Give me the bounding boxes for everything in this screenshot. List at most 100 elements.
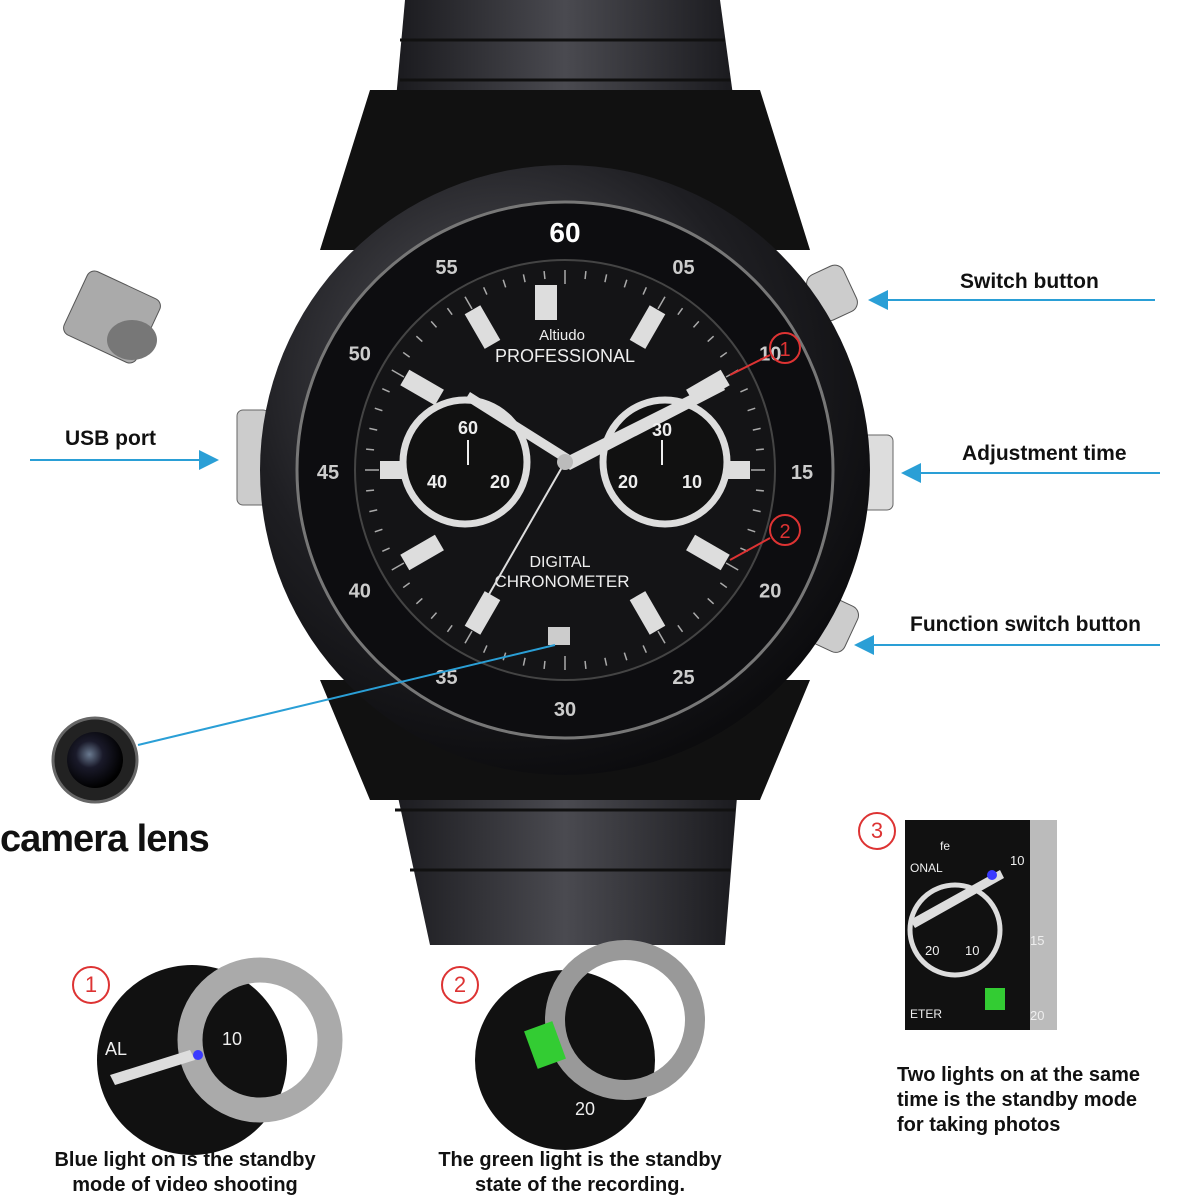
inset-number: 1 <box>72 966 110 1004</box>
inset-green-light: 20 <box>475 940 705 1150</box>
minute-tick <box>430 320 438 328</box>
bezel-number: 60 <box>549 217 580 248</box>
svg-text:10: 10 <box>965 943 979 958</box>
svg-text:AL: AL <box>105 1039 127 1059</box>
hour-index <box>400 534 444 571</box>
minute-tick <box>719 582 728 589</box>
minute-tick <box>391 562 405 571</box>
minute-hand <box>560 380 725 470</box>
minute-tick <box>677 307 684 316</box>
minute-tick <box>369 427 378 431</box>
minute-tick <box>522 657 526 666</box>
minute-ticks <box>365 270 765 670</box>
minute-tick <box>543 271 546 280</box>
brand-name: Altiudo <box>539 327 585 344</box>
bezel-number: 20 <box>759 581 781 603</box>
minute-tick <box>707 597 715 605</box>
minute-tick <box>381 387 390 393</box>
marker-1: 1 <box>779 339 790 361</box>
minute-tick <box>657 630 666 644</box>
bezel-number: 15 <box>791 462 813 484</box>
minute-tick <box>752 427 761 431</box>
caption-line: Two lights on at the same <box>897 1064 1140 1086</box>
watch-strap-top <box>395 0 735 110</box>
minute-tick <box>502 279 507 288</box>
minute-tick <box>677 624 684 633</box>
hour-index <box>535 285 557 320</box>
usb-port-label: USB port <box>65 427 156 450</box>
caption-line: for taking photos <box>897 1114 1061 1136</box>
switch-button-label: Switch button <box>960 270 1099 293</box>
minute-tick <box>755 448 764 451</box>
bezel-number: 50 <box>349 344 371 366</box>
adjustment-time-label: Adjustment time <box>962 442 1127 465</box>
caption-line: The green light is the standby <box>438 1149 722 1171</box>
subdial-label: 30 <box>652 420 672 440</box>
caption-two-lights: Two lights on at the same time is the st… <box>897 1063 1140 1138</box>
minute-tick <box>374 528 383 533</box>
minute-tick <box>747 528 756 533</box>
hour-index <box>629 305 666 349</box>
subdial-label: 60 <box>458 418 478 438</box>
minute-tick <box>755 489 764 492</box>
caption-line: time is the standby mode <box>897 1089 1138 1111</box>
second-hand <box>479 461 566 611</box>
minute-tick <box>391 369 405 378</box>
model-line: DIGITAL <box>529 554 590 571</box>
minute-tick <box>692 612 700 620</box>
hour-index <box>400 369 444 406</box>
function-switch-label: Function switch button <box>910 613 1141 636</box>
minute-tick <box>725 562 739 571</box>
minute-tick <box>747 407 756 412</box>
subdial-label: 20 <box>618 472 638 492</box>
hour-hand <box>465 392 570 460</box>
model-line: CHRONOMETER <box>494 572 629 591</box>
bezel-number: 30 <box>554 699 576 721</box>
minute-tick <box>604 274 608 283</box>
watch-strap-bottom <box>390 760 740 945</box>
svg-text:20: 20 <box>575 1099 595 1119</box>
caption-green-light: The green light is the standby state of … <box>410 1148 750 1198</box>
inset-number: 2 <box>441 966 479 1004</box>
minute-tick <box>707 335 715 343</box>
minute-tick <box>642 286 648 295</box>
minute-tick <box>366 489 375 492</box>
minute-tick <box>366 448 375 451</box>
svg-text:20: 20 <box>925 943 939 958</box>
svg-text:ETER: ETER <box>910 1007 942 1021</box>
minute-tick <box>402 582 411 589</box>
hour-index <box>464 591 501 635</box>
minute-tick <box>464 630 473 644</box>
subdial-label: 10 <box>682 472 702 492</box>
inset-two-lights: fe ONAL 10 15 20 10 ETER 20 <box>905 820 1057 1030</box>
minute-tick <box>369 509 378 513</box>
minute-tick <box>740 387 749 393</box>
hour-index <box>629 591 666 635</box>
subdial-label: 40 <box>427 472 447 492</box>
inset-number: 3 <box>858 812 896 850</box>
minute-tick <box>482 286 488 295</box>
bezel-number: 55 <box>435 257 457 279</box>
minute-tick <box>446 624 453 633</box>
caption-line: state of the recording. <box>474 1174 686 1196</box>
svg-text:10: 10 <box>222 1029 242 1049</box>
svg-text:20: 20 <box>1030 1008 1044 1023</box>
minute-tick <box>415 335 423 343</box>
minute-tick <box>446 307 453 316</box>
minute-tick <box>719 351 728 358</box>
minute-tick <box>584 660 587 669</box>
minute-tick <box>657 296 666 310</box>
minute-tick <box>623 652 628 661</box>
svg-text:15: 15 <box>1030 933 1044 948</box>
minute-tick <box>374 407 383 412</box>
minute-tick <box>584 271 587 280</box>
subdial-label: 20 <box>490 472 510 492</box>
camera-lens-label: camera lens <box>0 818 210 860</box>
camera-hole <box>548 627 570 645</box>
bezel-number: 40 <box>349 581 371 603</box>
minute-tick <box>430 612 438 620</box>
brand-line: PROFESSIONAL <box>495 346 635 366</box>
minute-tick <box>415 597 423 605</box>
minute-tick <box>464 296 473 310</box>
